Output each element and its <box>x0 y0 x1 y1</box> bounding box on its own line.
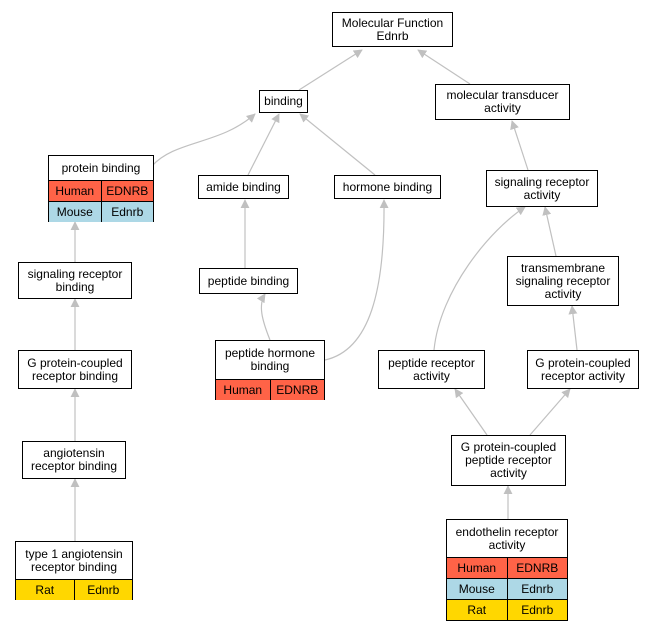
species-label: Rat <box>35 583 55 597</box>
edge-phb-to-peptide-binding <box>256 293 271 341</box>
node-hormone-binding-title: hormone binding <box>342 179 433 194</box>
node-amide-binding[interactable]: amide binding <box>198 175 289 199</box>
gene-label: EDNRB <box>269 380 325 400</box>
node-binding[interactable]: binding <box>259 90 308 113</box>
node-peptide-binding[interactable]: peptide binding <box>199 268 298 294</box>
species-label: Rat <box>467 603 487 617</box>
gene-label: Ednrb <box>100 202 154 222</box>
edge-phb-to-hormone-binding <box>324 199 389 361</box>
node-protein-binding[interactable]: protein binding Human EDNRB Mouse Ednrb <box>48 155 154 222</box>
node-endothelin-receptor-activity[interactable]: endothelin receptor activity Human EDNRB… <box>446 519 568 621</box>
node-signaling-receptor-binding-title: signaling receptor binding <box>27 266 123 294</box>
edge-protein-binding-to-binding <box>151 113 256 167</box>
node-peptide-receptor-activity-title: peptide receptor activity <box>388 355 475 383</box>
node-protein-binding-title: protein binding <box>61 160 141 175</box>
species-label: Human <box>457 561 497 575</box>
species-label: Human <box>223 383 263 397</box>
node-peptide-hormone-binding-title: peptide hormone binding <box>224 346 316 373</box>
node-peptide-hormone-binding[interactable]: peptide hormone binding Human EDNRB <box>215 340 325 400</box>
species-label: Human <box>55 184 95 198</box>
gene-label: Ednrb <box>506 579 568 599</box>
edge-gpcr-peptide-to-peptide-receptor <box>454 388 488 436</box>
edge-transmembrane-to-signaling-activity <box>542 206 557 257</box>
node-gpcr-peptide-receptor-activity[interactable]: G protein-coupled peptide receptor activ… <box>451 435 566 486</box>
node-binding-title: binding <box>264 94 303 108</box>
node-molecular-transducer-activity-title: molecular transducer activity <box>446 88 559 115</box>
species-row-rat: Rat Ednrb <box>16 579 132 600</box>
node-gpcr-binding-title: G protein-coupled receptor binding <box>27 355 123 383</box>
edge-amide-binding-to-binding <box>247 113 280 176</box>
node-molecular-transducer-activity[interactable]: molecular transducer activity <box>435 84 570 120</box>
gene-label: EDNRB <box>506 558 568 578</box>
node-signaling-receptor-binding[interactable]: signaling receptor binding <box>18 262 132 299</box>
node-molecular-function[interactable]: Molecular Function Ednrb <box>332 12 453 47</box>
edge-transducer-to-root <box>417 49 471 85</box>
edge-gpcr-peptide-to-gpcr-activity <box>529 388 571 436</box>
node-signaling-receptor-activity-title: signaling receptor activity <box>494 174 590 202</box>
edge-hormone-binding-to-binding <box>299 113 376 176</box>
node-type1-angiotensin-receptor-binding-title: type 1 angiotensin receptor binding <box>25 546 123 574</box>
edge-peptide-receptor-to-signaling-activity <box>433 206 526 351</box>
species-label: Mouse <box>56 205 93 219</box>
node-transmembrane-signaling-receptor-activity-title: transmembrane signaling receptor activit… <box>515 260 611 301</box>
node-hormone-binding[interactable]: hormone binding <box>334 175 441 199</box>
gene-label: Ednrb <box>73 580 133 600</box>
node-gpcr-activity-title: G protein-coupled receptor activity <box>535 355 631 383</box>
species-row-human: Human EDNRB <box>216 379 324 400</box>
node-gpcr-activity[interactable]: G protein-coupled receptor activity <box>527 350 639 389</box>
node-endothelin-receptor-activity-title: endothelin receptor activity <box>455 524 559 552</box>
gene-label: Ednrb <box>506 600 568 620</box>
node-type1-angiotensin-receptor-binding[interactable]: type 1 angiotensin receptor binding Rat … <box>15 541 133 600</box>
species-row-human: Human EDNRB <box>49 180 153 201</box>
node-amide-binding-title: amide binding <box>206 179 281 194</box>
edge-binding-to-root <box>298 49 363 91</box>
node-molecular-function-title: Molecular Function Ednrb <box>341 15 444 43</box>
species-label: Mouse <box>458 582 495 596</box>
node-signaling-receptor-activity[interactable]: signaling receptor activity <box>486 170 598 207</box>
edge-signaling-activity-to-transducer <box>510 120 529 171</box>
species-row-mouse: Mouse Ednrb <box>49 201 153 222</box>
species-row-rat: Rat Ednrb <box>447 599 567 620</box>
node-gpcr-peptide-receptor-activity-title: G protein-coupled peptide receptor activ… <box>460 440 557 480</box>
node-gpcr-binding[interactable]: G protein-coupled receptor binding <box>18 350 132 389</box>
species-row-mouse: Mouse Ednrb <box>447 578 567 599</box>
edge-gpcr-activity-to-transmembrane <box>568 305 578 351</box>
node-transmembrane-signaling-receptor-activity[interactable]: transmembrane signaling receptor activit… <box>507 256 619 306</box>
node-peptide-receptor-activity[interactable]: peptide receptor activity <box>378 350 485 389</box>
gene-label: EDNRB <box>100 181 154 201</box>
node-angiotensin-receptor-binding-title: angiotensin receptor binding <box>30 446 118 473</box>
node-angiotensin-receptor-binding[interactable]: angiotensin receptor binding <box>22 441 126 479</box>
node-peptide-binding-title: peptide binding <box>207 273 290 288</box>
species-row-human: Human EDNRB <box>447 557 567 578</box>
